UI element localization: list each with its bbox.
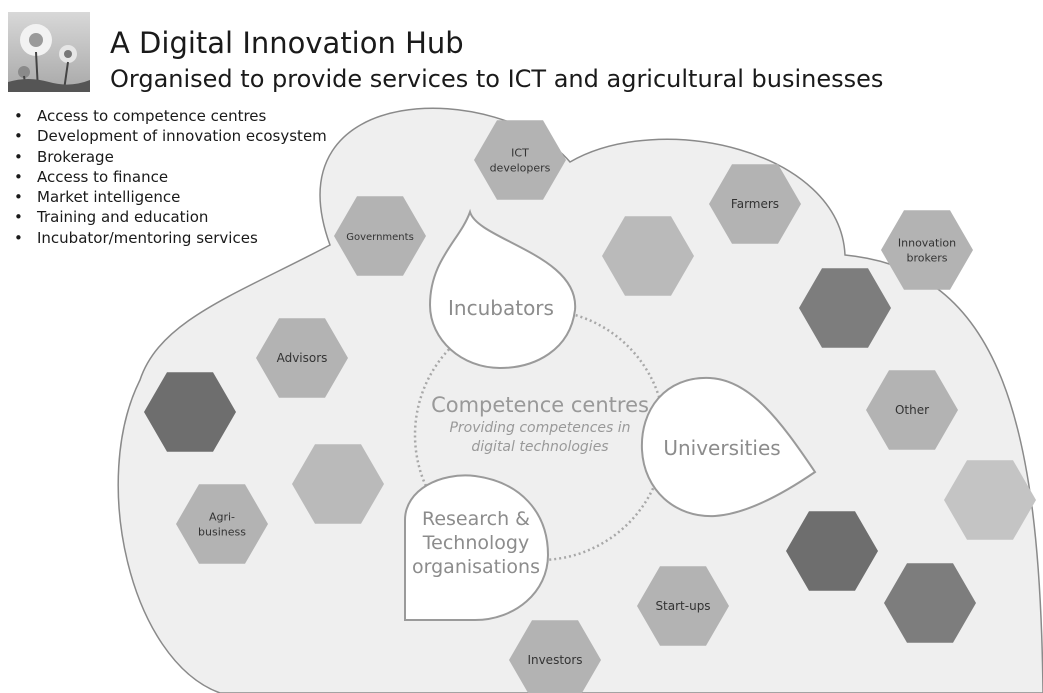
- drop-label: organisations: [412, 556, 540, 578]
- stakeholder-hexagon: Start-ups: [637, 566, 729, 646]
- page-subtitle: Organised to provide services to ICT and…: [110, 65, 884, 93]
- hexagon-label: Farmers: [731, 197, 779, 211]
- service-item: Development of innovation ecosystem: [12, 126, 327, 147]
- hexagon-label: developers: [490, 162, 551, 175]
- stakeholder-hexagon: [884, 563, 976, 643]
- stakeholder-hexagon: ICT developers: [474, 120, 566, 200]
- hexagon-shape: [602, 216, 694, 296]
- hexagon-label: Advisors: [277, 351, 328, 365]
- stakeholder-hexagon: Agri-business: [176, 484, 268, 564]
- drop-label: Research &: [422, 508, 530, 530]
- hexagon-shape: [637, 566, 729, 646]
- hexagon-label: Agri-: [209, 511, 235, 524]
- hub-description-line-1: Providing competences in: [449, 420, 630, 436]
- stakeholder-hexagon: Advisors: [256, 318, 348, 398]
- hexagon-shape: [509, 620, 601, 693]
- institution-drop: Incubators: [428, 208, 577, 370]
- drop-shape: [640, 376, 817, 518]
- stakeholder-hexagon: [144, 372, 236, 452]
- hexagon-shape: [176, 484, 268, 564]
- stakeholder-hexagon: [602, 216, 694, 296]
- drop-label: Technology: [422, 532, 529, 554]
- hexagon-shape: [474, 120, 566, 200]
- hexagon-shape: [866, 370, 958, 450]
- hexagon-shape: [709, 164, 801, 244]
- hexagon-shape: [334, 196, 426, 276]
- hexagon-shape: [799, 268, 891, 348]
- hexagon-shape: [256, 318, 348, 398]
- service-item: Training and education: [12, 207, 327, 228]
- hexagon-shape: [292, 444, 384, 524]
- hexagon-label: Start-ups: [655, 599, 710, 613]
- hexagon-label: business: [198, 526, 246, 539]
- stakeholder-hexagon: [799, 268, 891, 348]
- services-list: Access to competence centresDevelopment …: [12, 106, 327, 248]
- stakeholder-hexagon: Farmers: [709, 164, 801, 244]
- hexagon-label: Innovation: [898, 237, 956, 250]
- hexagon-shape: [786, 511, 878, 591]
- hexagon-shape: [884, 563, 976, 643]
- drop-shape: [428, 208, 577, 370]
- hexagon-label: Investors: [527, 653, 582, 667]
- service-item: Access to competence centres: [12, 106, 327, 127]
- hexagon-shape: [144, 372, 236, 452]
- service-item: Market intelligence: [12, 187, 327, 208]
- institution-drop: Universities: [640, 376, 817, 518]
- flower-field-logo: [8, 12, 90, 92]
- stakeholder-hexagon: Investors: [509, 620, 601, 693]
- stakeholder-hexagon: Other: [866, 370, 958, 450]
- drop-label: Incubators: [448, 296, 554, 320]
- hub-title: Competence centres: [431, 393, 649, 417]
- stakeholder-hexagon: Innovation brokers: [881, 210, 973, 290]
- stakeholder-hexagon: Governments: [334, 196, 426, 276]
- hub-description-line-2: digital technologies: [471, 439, 608, 455]
- stakeholder-hexagon: [292, 444, 384, 524]
- stakeholder-hexagon: [786, 511, 878, 591]
- hexagon-label: ICT: [511, 147, 529, 160]
- service-item: Incubator/mentoring services: [12, 228, 327, 249]
- service-item: Access to finance: [12, 167, 327, 188]
- hexagon-shape: [881, 210, 973, 290]
- hexagon-label: brokers: [907, 252, 948, 265]
- service-item: Brokerage: [12, 147, 327, 168]
- drop-shape: [404, 474, 550, 621]
- stakeholder-hexagon: [944, 460, 1036, 540]
- hexagon-shape: [944, 460, 1036, 540]
- hexagon-label: Other: [895, 403, 929, 417]
- drop-label: Universities: [663, 436, 780, 460]
- hexagon-label: Governments: [346, 232, 414, 243]
- page-title: A Digital Innovation Hub: [110, 26, 464, 60]
